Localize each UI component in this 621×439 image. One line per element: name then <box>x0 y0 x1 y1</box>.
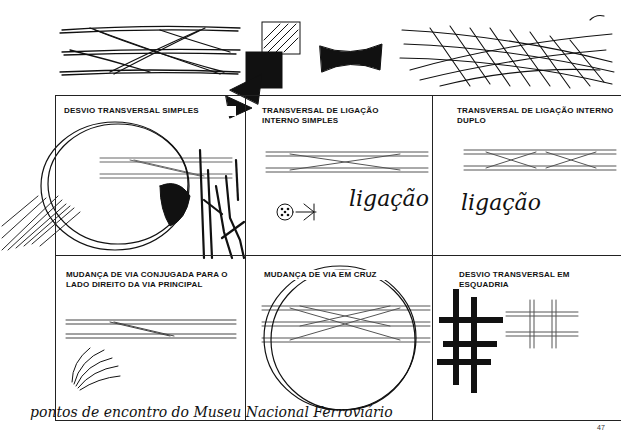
cell-heading: DESVIO TRANSVERSAL SIMPLES <box>64 106 236 116</box>
cell-heading: TRANSVERSAL DE LIGAÇÃO INTERNO SIMPLES <box>262 106 412 126</box>
table-cell: DESVIO TRANSVERSAL SIMPLES <box>55 95 246 256</box>
cell-heading: MUDANÇA DE VIA EM CRUZ <box>264 270 424 280</box>
cell-heading: TRANSVERSAL DE LIGAÇÃO INTERNO DUPLO <box>457 106 617 126</box>
cell-heading: MUDANÇA DE VIA CONJUGADA PARA O LADO DIR… <box>66 270 242 290</box>
table-cell: DESVIO TRANSVERSAL EM ESQUADRIA <box>432 255 621 421</box>
handwritten-note: ligação <box>349 186 429 211</box>
table-cell: TRANSVERSAL DE LIGAÇÃO INTERNO DUPLO liga… <box>432 95 621 256</box>
table-cell: TRANSVERSAL DE LIGAÇÃO INTERNO SIMPLES li… <box>245 95 433 256</box>
table-cell: MUDANÇA DE VIA EM CRUZ <box>245 255 433 421</box>
caption: pontos de encontro do Museu Nacional Fer… <box>30 404 393 420</box>
handwritten-note: ligação <box>461 190 541 215</box>
cell-heading: DESVIO TRANSVERSAL EM ESQUADRIA <box>459 270 617 290</box>
table-cell: MUDANÇA DE VIA CONJUGADA PARA O LADO DIR… <box>55 255 246 421</box>
page-number: 47 <box>597 424 605 431</box>
